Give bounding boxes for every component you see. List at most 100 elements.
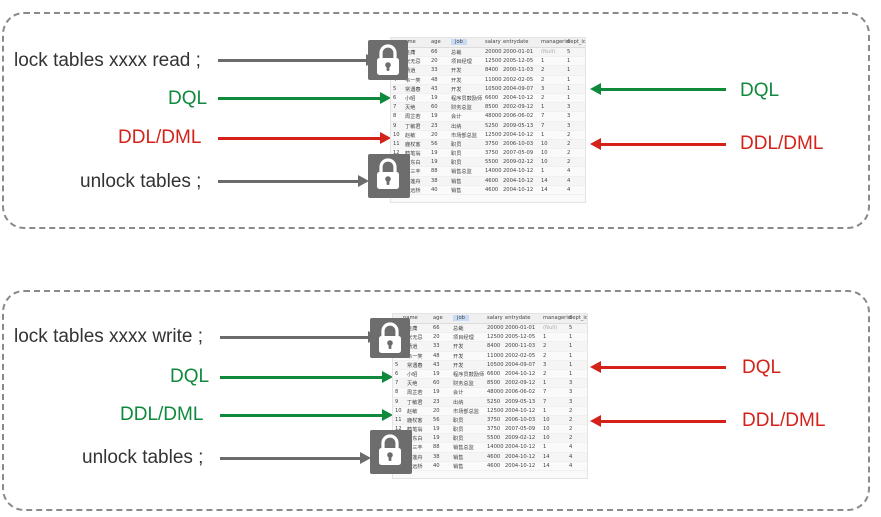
table-cell: 2000-01-01: [505, 325, 536, 331]
table-cell: 5500: [487, 435, 501, 442]
table-cell: 丁敏君: [407, 399, 423, 406]
table-cell: 2004-09-07: [503, 85, 534, 92]
table-cell: 开发: [453, 353, 464, 360]
lock-icon: [368, 40, 408, 80]
table-cell: 销售: [453, 454, 464, 461]
table-header-cell: job: [453, 315, 469, 321]
table-cell: 14: [541, 186, 548, 193]
table-cell: 鹿杖客: [405, 141, 421, 148]
read-ddl-left-label: DDL/DML: [118, 127, 202, 148]
table-cell: 张无忌: [407, 335, 423, 342]
table-cell: 19: [433, 435, 440, 442]
table-cell: 3750: [485, 150, 499, 157]
write-dql-left-label: DQL: [170, 366, 210, 387]
table-cell: 7: [543, 389, 547, 396]
table-cell: 8400: [485, 67, 499, 74]
read-ddl-right-arrow: [590, 138, 726, 150]
table-cell: 开发: [451, 86, 462, 93]
table-cell: 市场部总监: [451, 132, 477, 139]
table-cell: 鹿杖客: [407, 417, 423, 424]
table-cell: 方东白: [407, 436, 423, 443]
lock-glyph: [377, 44, 399, 75]
table-cell: 3: [543, 361, 547, 368]
table-cell: 1: [567, 67, 571, 74]
table-cell: 灭绝: [407, 381, 418, 388]
table-cell: 1: [543, 407, 547, 414]
table-cell: 5250: [487, 398, 501, 405]
table-header-cell: salary: [485, 39, 501, 45]
table-cell: 财务总监: [453, 381, 474, 388]
table-cell: 56: [433, 416, 440, 423]
table-cell: 俞莲舟: [407, 454, 423, 461]
table-cell: 2: [569, 407, 573, 414]
write-unlock-arrow: [220, 452, 371, 464]
table-cell: 4600: [485, 186, 499, 193]
table-cell: 2: [541, 67, 545, 74]
table-cell: 2004-10-12: [503, 168, 534, 175]
table-cell: 7: [541, 113, 545, 120]
table-cell: 5: [567, 49, 571, 55]
table-cell: 1: [567, 76, 571, 83]
table-cell: 职员: [453, 427, 464, 434]
table-cell: 2: [541, 76, 545, 83]
table-cell: 丁敏君: [405, 123, 421, 130]
table-cell: 43: [431, 85, 438, 92]
table-cell: 5250: [485, 122, 499, 129]
write-ddl-left-arrow: [220, 409, 393, 421]
table-cell: 会计: [451, 114, 462, 121]
table-cell: 43: [433, 361, 440, 368]
table-cell: 职员: [451, 141, 462, 148]
table-cell: 20000: [487, 325, 504, 331]
table-cell: 2: [543, 370, 547, 377]
table-cell: 60: [433, 380, 440, 387]
table-row: 1金庸66总裁200002000-01-01(Null)5: [391, 48, 585, 58]
row-number: 9: [393, 122, 397, 129]
table-cell: 鹤笔翁: [405, 151, 421, 158]
table-cell: 1: [541, 58, 545, 65]
table-cell: 8500: [487, 380, 501, 387]
row-number: 9: [395, 398, 399, 405]
table-cell: 职员: [451, 151, 462, 158]
table-cell: 7: [541, 122, 545, 129]
read-unlock-command: unlock tables ;: [80, 171, 202, 192]
table-cell: 2004-10-12: [503, 131, 534, 138]
table-cell: 2: [569, 435, 573, 442]
table-cell: 宋远桥: [405, 187, 421, 194]
table-cell: 1: [569, 334, 573, 341]
table-cell: 小昭: [405, 95, 416, 102]
table-cell: 开发: [453, 344, 464, 351]
table-cell: 程序员鼓励师: [451, 95, 483, 102]
table-cell: 2002-02-05: [503, 76, 534, 83]
table-cell: 周芷若: [407, 390, 423, 397]
table-cell: 1: [569, 361, 573, 368]
table-cell: 8400: [487, 343, 501, 350]
table-cell: 2004-10-12: [503, 186, 534, 193]
table-cell: 66: [433, 325, 440, 331]
row-number: 10: [395, 407, 402, 414]
table-header-cell: age: [431, 39, 441, 45]
read-lock-command: lock tables xxxx read ;: [14, 50, 201, 71]
write-ddl-right-arrow: [590, 415, 726, 427]
table-cell: 赵敏: [405, 132, 416, 139]
table-header-cell: managerid: [541, 39, 570, 45]
write-lock-command: lock tables xxxx write ;: [14, 326, 203, 347]
table-cell: 2006-10-03: [503, 140, 534, 147]
table-cell: 1: [541, 131, 545, 138]
table-cell: 开发: [453, 362, 464, 369]
table-cell: 3750: [487, 416, 501, 423]
